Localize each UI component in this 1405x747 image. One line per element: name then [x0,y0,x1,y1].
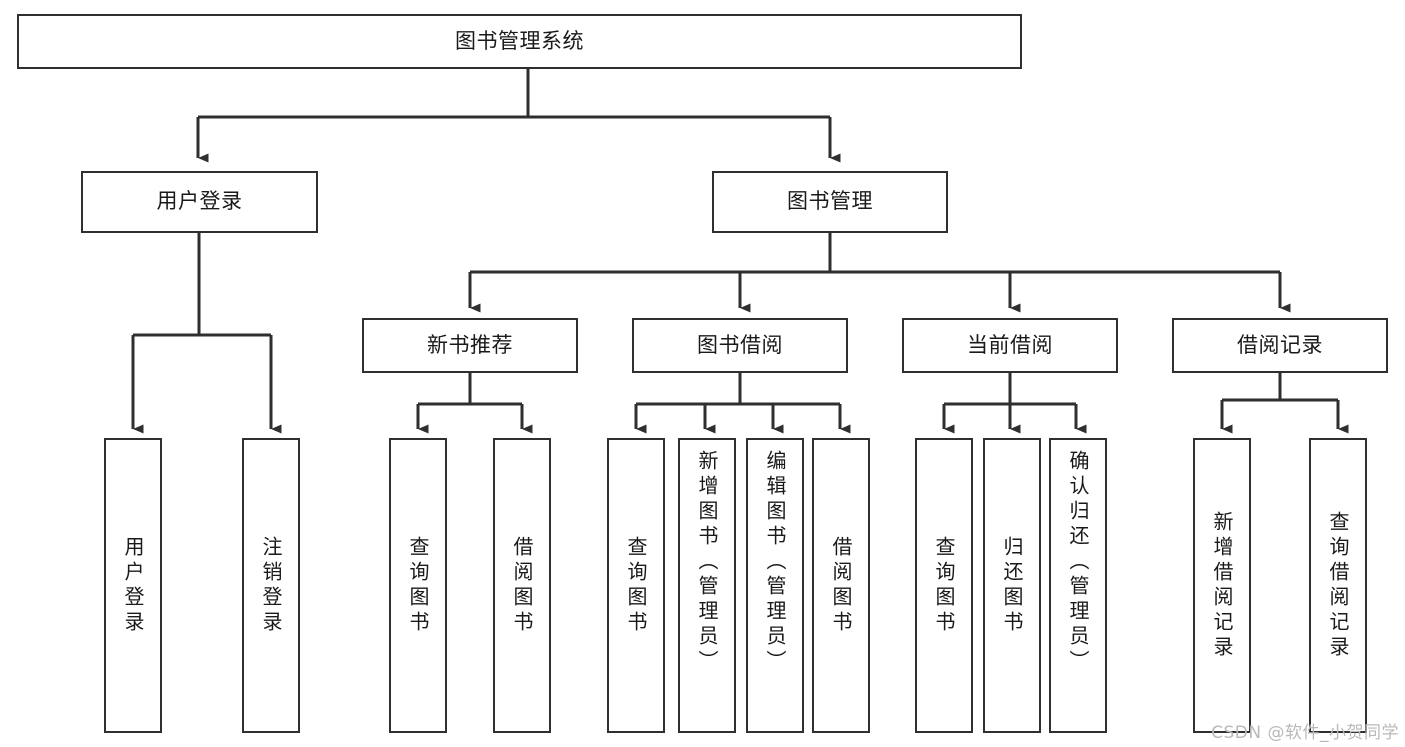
leaf-query-borrow-record-label: 查询借阅记录 [1326,510,1350,661]
leaf-query-book-borrow-label: 查询图书 [624,535,648,636]
leaf-query-book-current[interactable]: 查询图书 [915,438,973,733]
leaf-user-logout[interactable]: 注销登录 [242,438,300,733]
node-book-borrow-label: 图书借阅 [697,332,783,357]
node-book-management-label: 图书管理 [787,189,873,214]
leaf-add-borrow-record[interactable]: 新增借阅记录 [1193,438,1251,733]
leaf-edit-book-admin-label: 编辑图书（管理员） [763,450,787,675]
leaf-query-book-recommend-label: 查询图书 [406,535,430,636]
node-current-borrow-label: 当前借阅 [967,332,1053,357]
leaf-add-book-admin[interactable]: 新增图书（管理员） [678,438,736,733]
node-new-book-recommend[interactable]: 新书推荐 [362,318,578,373]
leaf-borrow-book-recommend-label: 借阅图书 [510,535,534,636]
leaf-borrow-book-borrow[interactable]: 借阅图书 [812,438,870,733]
node-book-management[interactable]: 图书管理 [712,171,948,233]
leaf-return-book-label: 归还图书 [1000,535,1024,636]
leaf-borrow-book-borrow-label: 借阅图书 [829,535,853,636]
node-user-login[interactable]: 用户登录 [81,171,318,233]
node-root-system-label: 图书管理系统 [455,28,584,53]
node-current-borrow[interactable]: 当前借阅 [902,318,1118,373]
leaf-query-book-recommend[interactable]: 查询图书 [389,438,447,733]
leaf-return-book[interactable]: 归还图书 [983,438,1041,733]
leaf-query-book-borrow[interactable]: 查询图书 [607,438,665,733]
leaf-edit-book-admin[interactable]: 编辑图书（管理员） [746,438,804,733]
leaf-user-login-label: 用户登录 [121,535,145,636]
leaf-query-borrow-record[interactable]: 查询借阅记录 [1309,438,1367,733]
leaf-add-borrow-record-label: 新增借阅记录 [1210,510,1234,661]
node-book-borrow[interactable]: 图书借阅 [632,318,848,373]
node-root-system[interactable]: 图书管理系统 [17,14,1022,69]
leaf-confirm-return-admin-label: 确认归还（管理员） [1066,450,1090,675]
leaf-user-logout-label: 注销登录 [259,535,283,636]
node-borrow-records-label: 借阅记录 [1237,332,1323,357]
node-new-book-recommend-label: 新书推荐 [427,332,513,357]
node-borrow-records[interactable]: 借阅记录 [1172,318,1388,373]
leaf-user-login[interactable]: 用户登录 [104,438,162,733]
leaf-add-book-admin-label: 新增图书（管理员） [695,450,719,675]
node-user-login-label: 用户登录 [156,189,243,214]
leaf-borrow-book-recommend[interactable]: 借阅图书 [493,438,551,733]
leaf-query-book-current-label: 查询图书 [932,535,956,636]
leaf-confirm-return-admin[interactable]: 确认归还（管理员） [1049,438,1107,733]
